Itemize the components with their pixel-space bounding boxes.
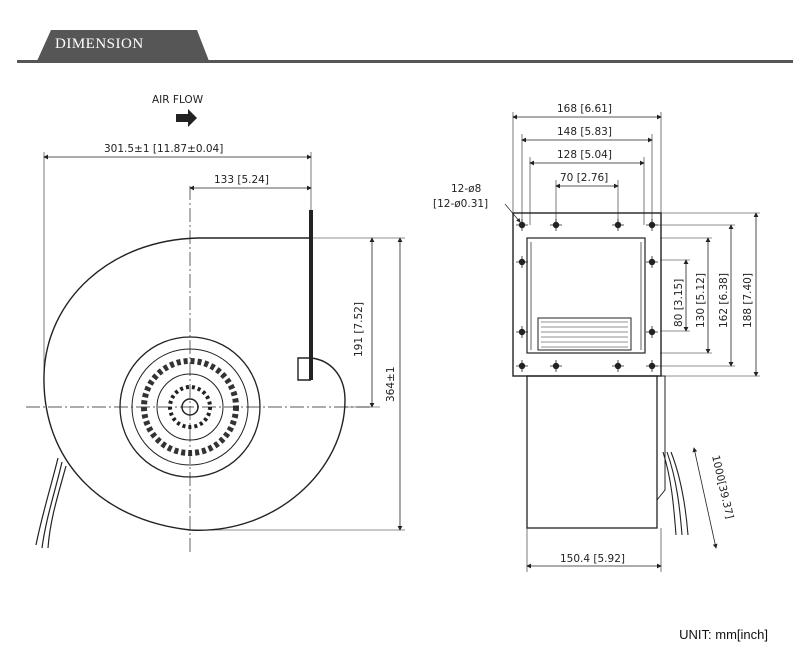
mounting-hole-icon bbox=[646, 326, 658, 338]
mounting-hole-icon bbox=[646, 360, 658, 372]
mounting-hole-icon bbox=[516, 326, 528, 338]
dim-outlet-height: 191 [7.52] bbox=[353, 302, 365, 357]
dim-cable-length: 1000[39.37] bbox=[709, 454, 735, 520]
hole-spec-line2: [12-ø0.31] bbox=[433, 198, 488, 210]
mounting-holes bbox=[516, 219, 658, 372]
dim-w168: 168 [6.61] bbox=[557, 103, 612, 115]
front-cable bbox=[662, 451, 689, 536]
section-header-tab bbox=[37, 30, 209, 61]
hole-leader bbox=[504, 203, 521, 223]
dim-h188: 188 [7.40] bbox=[742, 273, 754, 328]
blower-body bbox=[526, 375, 658, 529]
mounting-hole-icon bbox=[516, 219, 528, 231]
section-title: DIMENSION bbox=[55, 36, 144, 52]
mounting-hole-icon bbox=[550, 360, 562, 372]
mounting-hole-icon bbox=[516, 360, 528, 372]
front-view bbox=[504, 112, 760, 572]
mounting-hole-icon bbox=[550, 219, 562, 231]
scroll-housing bbox=[43, 237, 346, 531]
mounting-hole-icon bbox=[612, 219, 624, 231]
dim-h130: 130 [5.12] bbox=[695, 273, 707, 328]
dim-depth: 150.4 [5.92] bbox=[560, 553, 625, 565]
mounting-hole-icon bbox=[646, 256, 658, 268]
unit-label: UNIT: mm[inch] bbox=[679, 627, 768, 642]
section-header: DIMENSION bbox=[17, 30, 793, 64]
dim-w128: 128 [5.04] bbox=[557, 149, 612, 161]
section-rule bbox=[17, 60, 793, 63]
dim-line-cable bbox=[692, 447, 718, 549]
airflow-label: AIR FLOW bbox=[152, 94, 204, 106]
outlet-opening bbox=[526, 237, 646, 354]
hole-spec-line1: 12-ø8 bbox=[451, 183, 481, 195]
dim-w70: 70 [2.76] bbox=[560, 172, 608, 184]
dim-overall-height: 364±1 bbox=[385, 366, 397, 402]
mounting-hole-icon bbox=[646, 219, 658, 231]
motor-cable bbox=[35, 457, 67, 549]
mounting-hole-icon bbox=[516, 256, 528, 268]
dim-overall-width: 301.5±1 [11.87±0.04] bbox=[104, 143, 223, 155]
dim-outlet-offset: 133 [5.24] bbox=[214, 174, 269, 186]
side-view bbox=[26, 152, 405, 555]
dim-h162: 162 [6.38] bbox=[718, 273, 730, 328]
mounting-hole-icon bbox=[612, 360, 624, 372]
dim-w148: 148 [5.83] bbox=[557, 126, 612, 138]
dim-h80: 80 [3.15] bbox=[673, 279, 685, 327]
airflow-arrow-icon bbox=[176, 109, 197, 127]
impeller-blades bbox=[537, 317, 632, 351]
